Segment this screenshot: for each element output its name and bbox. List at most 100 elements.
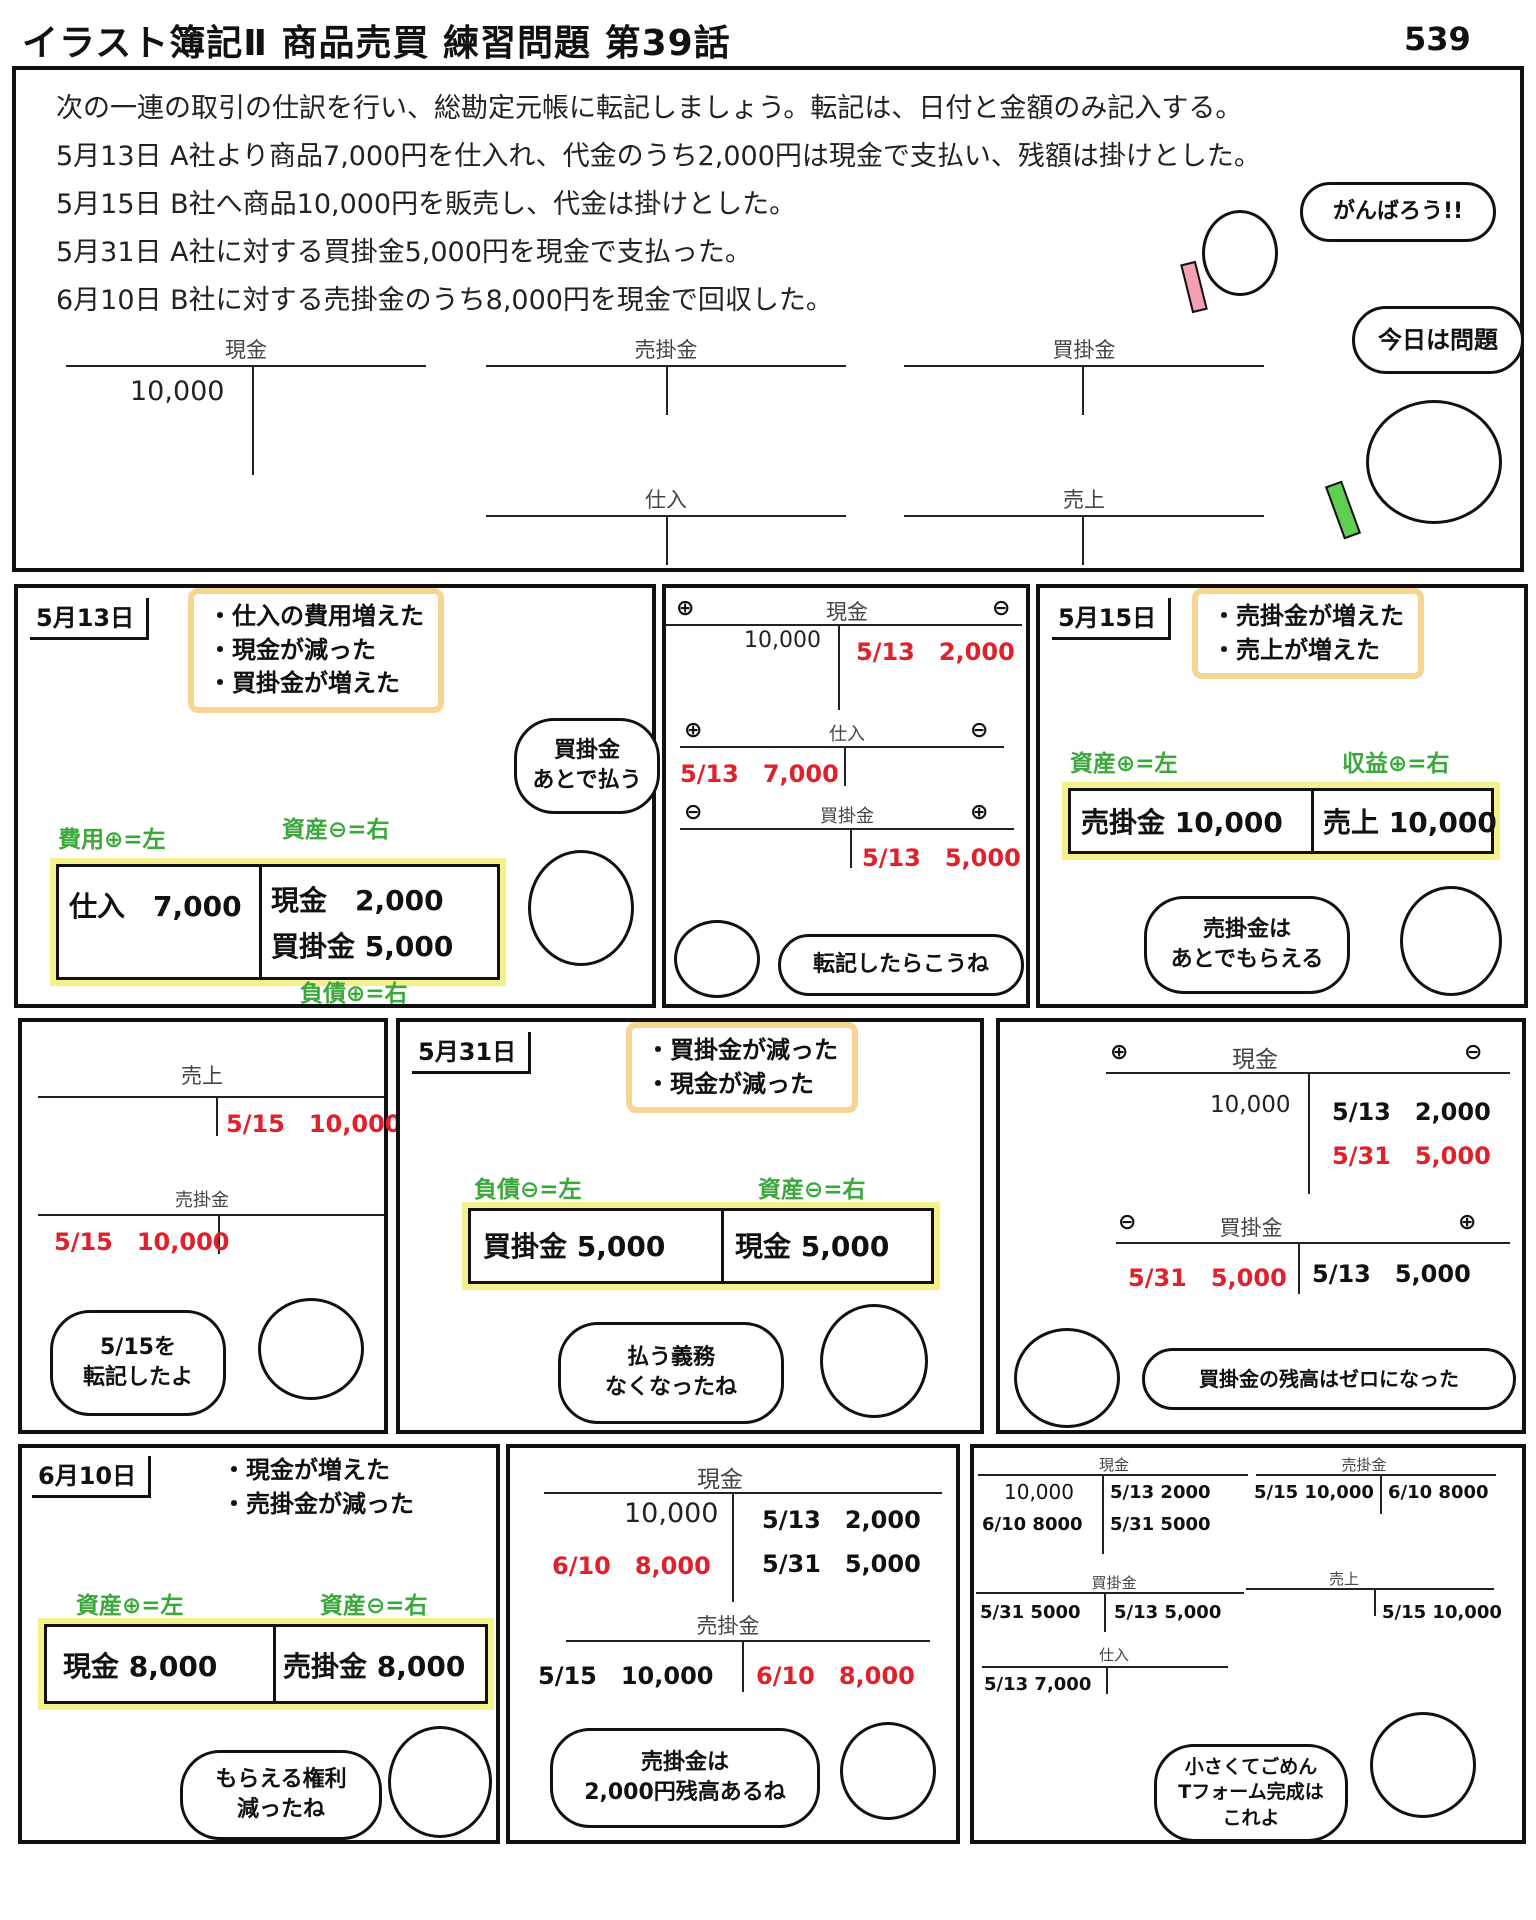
panel-513-journal: 5月13日 ・仕入の費用増えた ・現金が減った ・買掛金が増えた 買掛金 あとで… <box>14 584 660 1008</box>
panel-610-ledger-bubble: 売掛金は 2,000円残高あるね <box>550 1728 820 1828</box>
summary-sales-divider <box>1374 1588 1376 1616</box>
panel-513-date: 5月13日 <box>30 598 150 640</box>
summary-cash-credit-1: 5/13 2000 <box>1110 1482 1211 1503</box>
panel-531-date: 5月31日 <box>412 1032 532 1074</box>
panel-610-note-2: ・売掛金が減った <box>222 1489 414 1518</box>
ledger-cash-credit-2: 5/31 5,000 <box>1332 1142 1491 1170</box>
panel-610-debit: 現金 8,000 <box>63 1650 218 1683</box>
ledger-sales-title: 売上 <box>181 1064 223 1088</box>
pencil-green-icon <box>1324 480 1362 540</box>
panel-610-date: 6月10日 <box>32 1456 152 1498</box>
panel-513-credit-2: 買掛金 5,000 <box>271 930 454 963</box>
panel-515-note-1: ・売掛金が増えた <box>1212 602 1404 630</box>
summary-sales-credit: 5/15 10,000 <box>1382 1602 1502 1623</box>
ledger-cash-divider <box>838 624 840 710</box>
minus-icon: ⊖ <box>684 800 703 825</box>
panel-515-debit: 売掛金 10,000 <box>1081 806 1283 839</box>
t-account-receivable-divider <box>666 365 668 415</box>
summary-pur-line <box>982 1666 1228 1668</box>
summary-recv-debit: 5/15 10,000 <box>1254 1482 1374 1503</box>
panel-515-rule-left: 資産⊕=左 <box>1070 751 1178 777</box>
summary-recv-title: 売掛金 <box>1341 1456 1387 1474</box>
ledger-cash-credit-1: 5/13 2,000 <box>762 1506 921 1534</box>
panel-513-rule-right-bottom: 負債⊕=右 <box>300 981 408 1007</box>
summary-recv-line <box>1256 1474 1496 1476</box>
ledger-purchase-divider <box>844 746 846 786</box>
plus-icon: ⊕ <box>676 596 695 621</box>
panel-610-rule-right: 資産⊖=右 <box>320 1593 428 1619</box>
boy-face-icon <box>258 1298 364 1400</box>
summary-pay-credit: 5/13 5,000 <box>1114 1602 1222 1623</box>
panel-531-rule-right: 資産⊖=右 <box>758 1177 866 1203</box>
summary-pur-debit: 5/13 7,000 <box>984 1674 1092 1695</box>
boy-face-icon <box>1366 400 1502 524</box>
panel-610-note-1: ・現金が増えた <box>222 1456 390 1484</box>
ledger-payable-credit: 5/13 5,000 <box>862 844 1021 872</box>
girl-face-icon <box>1014 1328 1120 1428</box>
ledger-cash-title: 現金 <box>1232 1047 1278 1073</box>
summary-recv-divider <box>1380 1474 1382 1514</box>
ledger-receivable-title: 売掛金 <box>175 1190 229 1211</box>
girl-face-icon <box>528 850 634 966</box>
panel-513-note-2: ・現金が減った <box>208 635 376 664</box>
girl-face-icon <box>1400 886 1502 996</box>
ledger-payable-debit: 5/31 5,000 <box>1128 1264 1287 1292</box>
panel-515-ledger: 売上 5/15 10,000 売掛金 5/15 10,000 5/15を 転記し… <box>18 1018 401 1434</box>
t-account-cash-label: 現金 <box>225 338 267 362</box>
page-number: 539 <box>1404 20 1471 58</box>
summary-cash-line <box>978 1474 1248 1476</box>
summary-pay-debit: 5/31 5000 <box>980 1602 1081 1623</box>
question-panel: 次の一連の取引の仕訳を行い、総勘定元帳に転記しましょう。転記は、日付と金額のみ記… <box>12 66 1524 572</box>
panel-610-credit: 売掛金 8,000 <box>283 1650 466 1683</box>
minus-icon: ⊖ <box>992 596 1011 621</box>
panel-531-journal: 5月31日 ・買掛金が減った ・現金が減った 負債⊖=左 資産⊖=右 買掛金 5… <box>396 1018 984 1434</box>
summary-sales-line <box>1246 1588 1494 1590</box>
ledger-receivable-line <box>38 1214 384 1216</box>
panel-531-journal-box: 買掛金 5,000 現金 5,000 <box>468 1208 934 1284</box>
t-account-cash-divider <box>252 365 254 475</box>
panel-610-ledger: 現金 10,000 6/10 8,000 5/13 2,000 5/31 5,0… <box>506 1444 960 1844</box>
panel-513-rule-left: 費用⊕=左 <box>58 827 166 853</box>
panel-515-date: 5月15日 <box>1052 598 1172 640</box>
speech-bubble-cheer: がんばろう!! <box>1300 182 1496 242</box>
panel-610-journal: 6月10日 ・現金が増えた ・売掛金が減った 資産⊕=左 資産⊖=右 現金 8,… <box>18 1444 500 1844</box>
ledger-cash-divider <box>732 1492 734 1602</box>
panel-515-credit: 売上 10,000 <box>1323 806 1497 839</box>
summary-cash-debit-2: 6/10 8000 <box>982 1514 1083 1535</box>
panel-513-note-3: ・買掛金が増えた <box>208 669 400 698</box>
ledger-payable-title: 買掛金 <box>820 806 874 827</box>
panel-513-rule-right-top: 資産⊖=右 <box>282 817 390 843</box>
ledger-cash-credit-1: 5/13 2,000 <box>1332 1098 1491 1126</box>
question-line-531: 5月31日 A社に対する買掛金5,000円を現金で支払った。 <box>56 237 752 268</box>
question-line-610: 6月10日 B社に対する売掛金のうち8,000円を現金で回収した。 <box>56 285 833 316</box>
panel-515-journal-divider <box>1311 791 1314 851</box>
t-account-purchase-label: 仕入 <box>645 488 687 512</box>
minus-icon: ⊖ <box>1118 1210 1137 1235</box>
ledger-cash-title: 現金 <box>826 600 868 624</box>
panel-515-journal: 5月15日 ・売掛金が増えた ・売上が増えた 資産⊕=左 収益⊕=右 売掛金 1… <box>1036 584 1528 1008</box>
ledger-purchase-title: 仕入 <box>829 724 865 745</box>
panel-610-bubble: もらえる権利 減ったね <box>180 1750 382 1840</box>
t-account-sales-line <box>904 515 1264 517</box>
ledger-sales-line <box>38 1096 384 1098</box>
panel-610-journal-divider <box>273 1627 276 1701</box>
t-account-cash-line <box>66 365 426 367</box>
t-account-payable-label: 買掛金 <box>1052 338 1116 362</box>
summary-cash-divider <box>1102 1474 1104 1554</box>
plus-icon: ⊕ <box>1110 1040 1129 1065</box>
minus-icon: ⊖ <box>970 718 989 743</box>
ledger-payable-credit: 5/13 5,000 <box>1312 1260 1471 1288</box>
question-instruction: 次の一連の取引の仕訳を行い、総勘定元帳に転記しましょう。転記は、日付と金額のみ記… <box>56 93 1243 124</box>
ledger-payable-divider <box>1298 1242 1300 1294</box>
panel-513-ledger: ⊕ 現金 ⊖ 10,000 5/13 2,000 ⊕ 仕入 ⊖ 5/13 7,0… <box>662 584 1030 1008</box>
boy-face-icon <box>840 1722 936 1820</box>
ledger-cash-credit-2: 5/31 5,000 <box>762 1550 921 1578</box>
panel-531-bubble: 払う義務 なくなったね <box>558 1322 784 1424</box>
summary-pay-line <box>976 1592 1244 1594</box>
ledger-receivable-divider <box>218 1214 220 1254</box>
ledger-cash-credit: 5/13 2,000 <box>856 638 1015 666</box>
speech-bubble-today: 今日は問題 <box>1352 306 1524 374</box>
panel-610-journal-box: 現金 8,000 売掛金 8,000 <box>44 1624 488 1704</box>
boy-face-icon <box>674 920 760 998</box>
ledger-sales-divider <box>216 1096 218 1136</box>
